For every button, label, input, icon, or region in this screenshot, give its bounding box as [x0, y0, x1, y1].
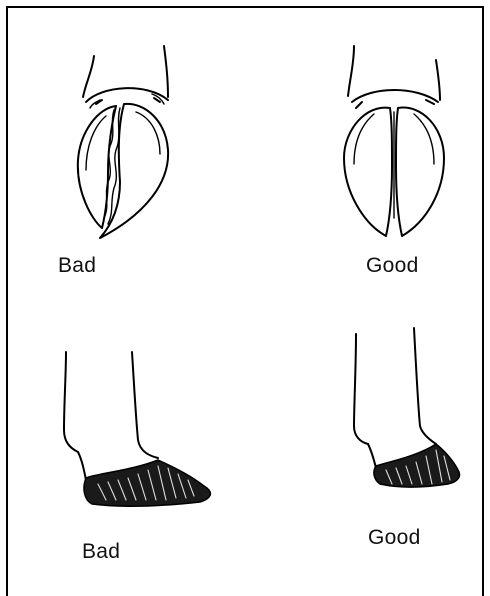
front-view-bad-illustration — [56, 42, 186, 242]
front-view-good-illustration — [330, 42, 460, 242]
hoof-overgrown-fill — [84, 460, 210, 506]
side-hoof-bad-drawing — [54, 344, 224, 514]
caption-front-good: Good — [366, 254, 419, 278]
side-view-bad-illustration — [54, 344, 224, 514]
dewclaw-mark-right — [426, 100, 434, 104]
leg-back-line — [414, 328, 436, 444]
leg-line-left — [83, 56, 94, 97]
side-view-good-illustration — [338, 326, 478, 496]
figure-frame: Bad Good — [6, 6, 484, 596]
claw-left-outline — [344, 108, 392, 236]
dewclaw-mark-left — [356, 102, 362, 108]
front-hoof-good-drawing — [330, 42, 460, 242]
pastern-line — [78, 452, 86, 480]
leg-back-line — [132, 352, 158, 458]
pastern-line — [368, 444, 376, 468]
caption-side-good: Good — [368, 526, 421, 550]
leg-front-line — [64, 352, 78, 452]
leg-front-line — [354, 334, 368, 444]
leg-line-right — [164, 46, 168, 97]
side-hoof-good-drawing — [338, 326, 478, 496]
front-hoof-bad-drawing — [56, 42, 186, 242]
claw-left-contour — [86, 116, 106, 170]
claw-right-outline — [396, 108, 444, 236]
leg-line-left — [348, 46, 354, 96]
caption-side-bad: Bad — [82, 540, 120, 564]
leg-line-right — [436, 60, 440, 100]
caption-front-bad: Bad — [58, 254, 96, 278]
